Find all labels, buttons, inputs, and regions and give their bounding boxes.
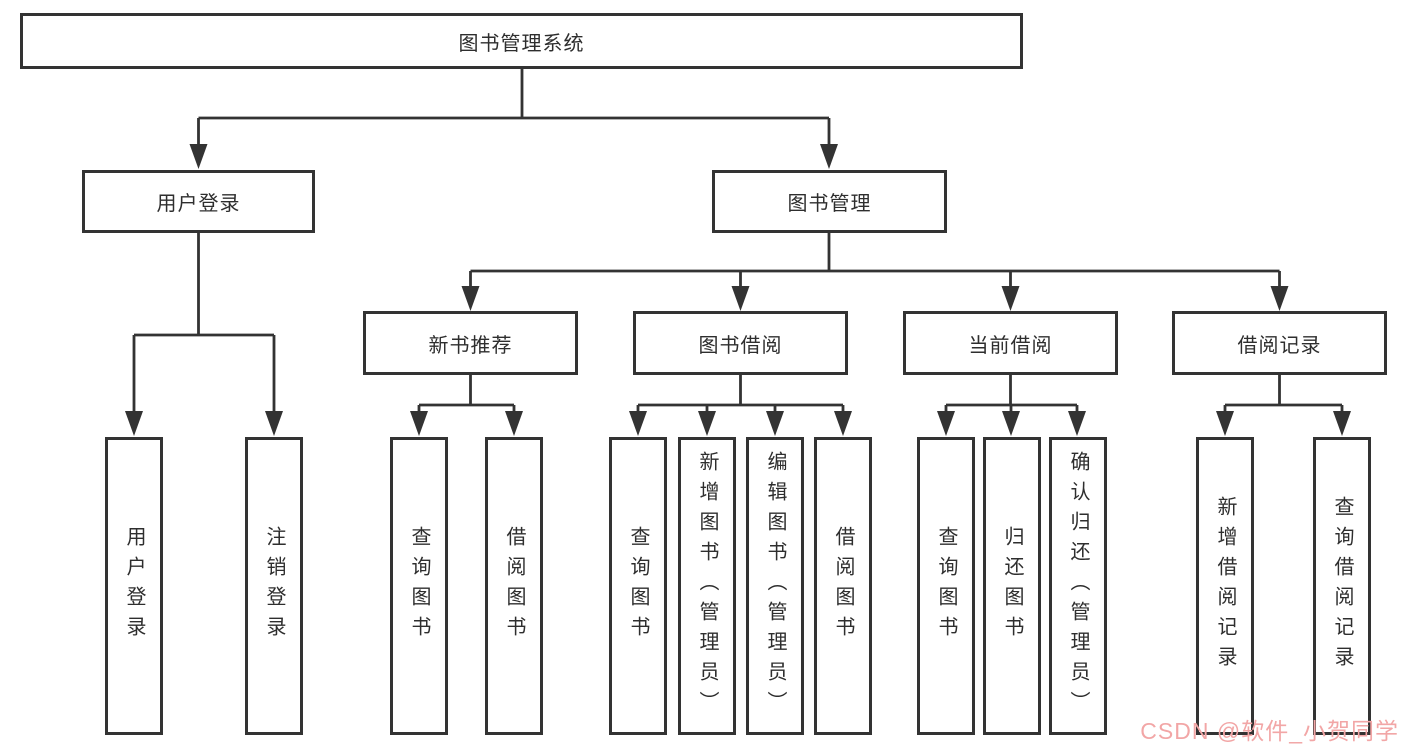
node-user-login-label: 用户登录 — [156, 193, 241, 215]
leaf-current-confirm-return-admin: 确认归还（管理员） — [1049, 437, 1107, 735]
leaf-label: 编辑图书（管理员） — [764, 451, 786, 721]
arrow-down-icon — [125, 411, 143, 436]
leaf-recommend-query-books: 查询图书 — [390, 437, 448, 735]
arrow-down-icon — [461, 286, 480, 311]
connector-management-branch — [469, 233, 1281, 307]
connector-records-branch — [1223, 375, 1344, 432]
leaf-label: 归还图书 — [1001, 526, 1023, 646]
leaf-label: 查询图书 — [627, 526, 649, 646]
arrow-down-icon — [505, 411, 523, 436]
arrow-down-icon — [1002, 411, 1020, 436]
arrow-down-icon — [189, 144, 208, 169]
leaf-label: 新增借阅记录 — [1214, 496, 1236, 676]
connector-recommend-branch — [417, 375, 516, 432]
node-current-borrow-label: 当前借阅 — [968, 334, 1053, 357]
node-borrow-records: 借阅记录 — [1172, 311, 1387, 375]
node-borrow-records-label: 借阅记录 — [1237, 334, 1322, 357]
arrow-down-icon — [731, 286, 750, 311]
leaf-label: 注销登录 — [263, 526, 285, 646]
arrow-down-icon — [1068, 411, 1086, 436]
connector-login-branch — [132, 233, 276, 432]
node-root-system: 图书管理系统 — [20, 13, 1023, 69]
arrow-down-icon — [766, 411, 784, 436]
arrow-down-icon — [1001, 286, 1020, 311]
leaf-label: 新增图书（管理员） — [696, 451, 718, 721]
node-book-borrow: 图书借阅 — [633, 311, 848, 375]
connector-root-branch — [197, 68, 831, 165]
arrow-down-icon — [1333, 411, 1351, 436]
leaf-label: 借阅图书 — [503, 526, 525, 646]
leaf-user-login: 用户登录 — [105, 437, 163, 735]
node-current-borrow: 当前借阅 — [903, 311, 1118, 375]
node-new-book-recommend-label: 新书推荐 — [428, 334, 513, 357]
leaf-label: 查询图书 — [408, 526, 430, 646]
node-new-book-recommend: 新书推荐 — [363, 311, 578, 375]
node-user-login: 用户登录 — [82, 170, 315, 233]
leaf-borrow-add-books-admin: 新增图书（管理员） — [678, 437, 736, 735]
leaf-label: 查询借阅记录 — [1331, 496, 1353, 676]
arrow-down-icon — [937, 411, 955, 436]
arrow-down-icon — [698, 411, 716, 436]
leaf-borrow-borrow-books: 借阅图书 — [814, 437, 872, 735]
leaf-records-add-record: 新增借阅记录 — [1196, 437, 1254, 735]
leaf-recommend-borrow-books: 借阅图书 — [485, 437, 543, 735]
connector-borrow-branch — [636, 375, 845, 432]
arrow-down-icon — [820, 144, 838, 169]
leaf-label: 确认归还（管理员） — [1067, 451, 1089, 721]
leaf-borrow-query-books: 查询图书 — [609, 437, 667, 735]
node-root-label: 图书管理系统 — [458, 32, 585, 55]
leaf-records-query-record: 查询借阅记录 — [1313, 437, 1371, 735]
arrow-down-icon — [629, 411, 647, 436]
arrow-down-icon — [1270, 286, 1289, 311]
leaf-current-return-books: 归还图书 — [983, 437, 1041, 735]
arrowheads — [125, 144, 1351, 436]
arrow-down-icon — [1216, 411, 1234, 436]
leaf-label: 用户登录 — [123, 526, 145, 646]
leaf-label: 查询图书 — [935, 526, 957, 646]
leaf-borrow-edit-books-admin: 编辑图书（管理员） — [746, 437, 804, 735]
node-book-management-label: 图书管理 — [787, 193, 872, 215]
node-book-management: 图书管理 — [712, 170, 947, 233]
arrow-down-icon — [834, 411, 852, 436]
node-book-borrow-label: 图书借阅 — [698, 334, 783, 357]
leaf-current-query-books: 查询图书 — [917, 437, 975, 735]
arrow-down-icon — [410, 411, 428, 436]
leaf-label: 借阅图书 — [832, 526, 854, 646]
watermark: CSDN @软件_小贺同学 — [1140, 718, 1399, 744]
leaf-logout: 注销登录 — [245, 437, 303, 735]
arrow-down-icon — [265, 411, 283, 436]
